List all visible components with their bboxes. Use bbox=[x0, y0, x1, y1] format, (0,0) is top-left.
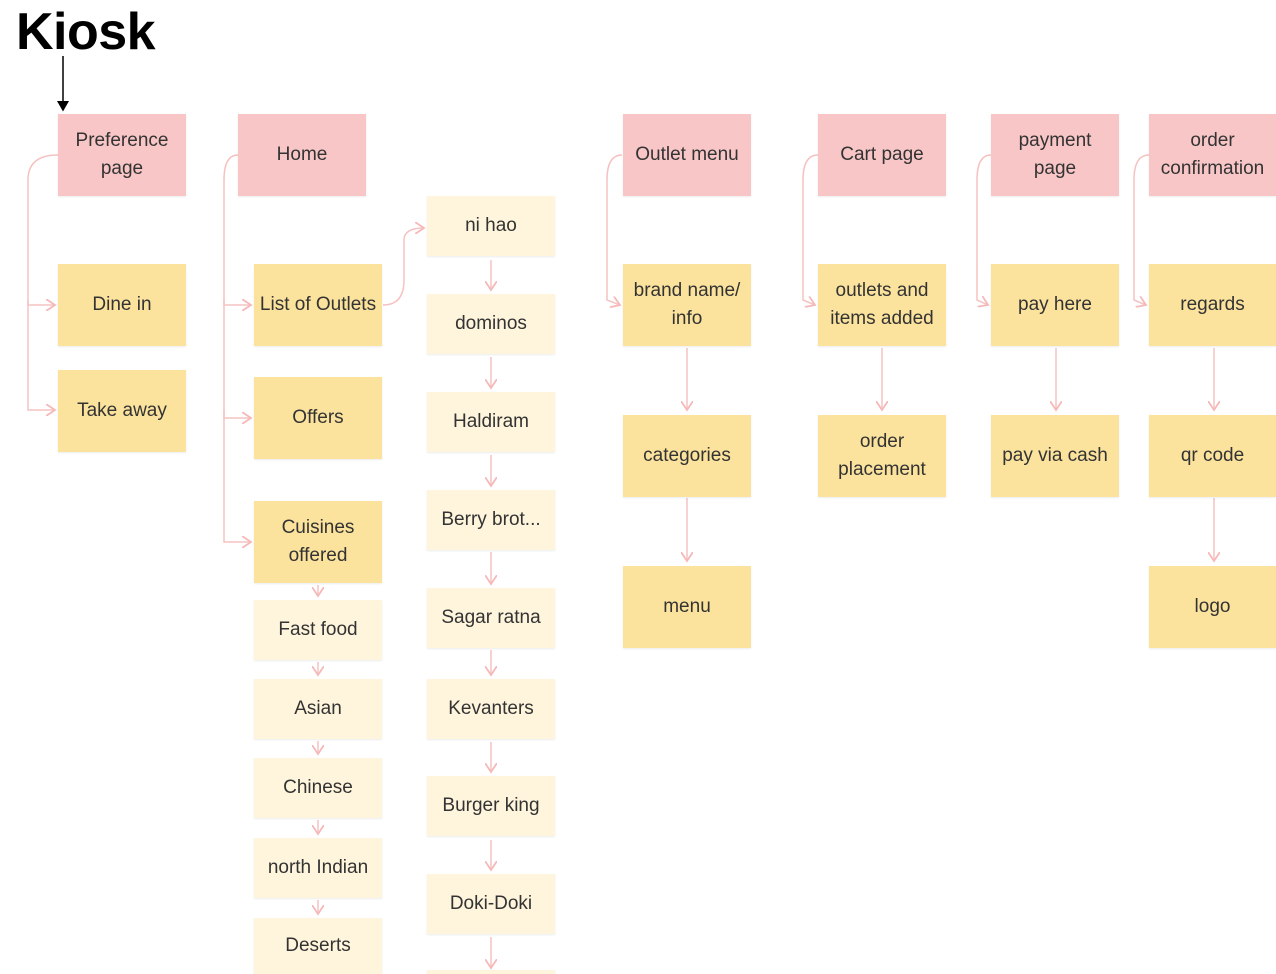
link-cart-outlets bbox=[802, 154, 819, 305]
node-dominos: dominos bbox=[427, 294, 555, 354]
node-sagar-ratna: Sagar ratna bbox=[427, 588, 555, 648]
node-payment-page: payment page bbox=[991, 114, 1119, 196]
node-cuisines-offered: Cuisines offered bbox=[254, 501, 382, 583]
node-dine-in: Dine in bbox=[58, 264, 186, 346]
node-qr-code: qr code bbox=[1149, 415, 1276, 497]
node-menu: menu bbox=[623, 566, 751, 648]
node-logo: logo bbox=[1149, 566, 1276, 648]
link-outlets-nihao bbox=[382, 228, 424, 306]
node-offers: Offers bbox=[254, 377, 382, 459]
node-regards: regards bbox=[1149, 264, 1276, 346]
node-order-placement: order placement bbox=[818, 415, 946, 497]
link-outletmenu-brand bbox=[606, 154, 623, 305]
node-next-outlet-partial bbox=[427, 970, 555, 974]
node-categories: categories bbox=[623, 415, 751, 497]
node-outlet-menu: Outlet menu bbox=[623, 114, 751, 196]
node-north-indian: north Indian bbox=[254, 838, 382, 898]
node-list-of-outlets: List of Outlets bbox=[254, 264, 382, 346]
node-take-away: Take away bbox=[58, 370, 186, 452]
node-cart-page: Cart page bbox=[818, 114, 946, 196]
node-chinese: Chinese bbox=[254, 758, 382, 818]
node-order-confirmation: order confirmation bbox=[1149, 114, 1276, 196]
node-outlets-items-added: outlets and items added bbox=[818, 264, 946, 346]
node-pay-via-cash: pay via cash bbox=[991, 415, 1119, 497]
node-kevanters: Kevanters bbox=[427, 679, 555, 739]
link-home-offers bbox=[223, 300, 251, 418]
node-fast-food: Fast food bbox=[254, 600, 382, 660]
link-payment-payhere bbox=[976, 154, 992, 305]
node-home: Home bbox=[238, 114, 366, 196]
node-doki-doki: Doki-Doki bbox=[427, 874, 555, 934]
page-title: Kiosk bbox=[16, 3, 156, 61]
node-asian: Asian bbox=[254, 679, 382, 739]
link-home-cuisines bbox=[223, 410, 251, 542]
node-ni-hao: ni hao bbox=[427, 196, 555, 256]
link-pref-dinein bbox=[27, 154, 59, 305]
node-haldiram: Haldiram bbox=[427, 392, 555, 452]
node-berry-brot: Berry brot... bbox=[427, 490, 555, 550]
link-home-outlets bbox=[223, 154, 251, 305]
node-brand-info: brand name/ info bbox=[623, 264, 751, 346]
node-deserts: Deserts bbox=[254, 918, 382, 974]
link-confirm-regards bbox=[1133, 154, 1150, 305]
node-pay-here: pay here bbox=[991, 264, 1119, 346]
link-pref-takeaway bbox=[27, 300, 55, 410]
node-burger-king: Burger king bbox=[427, 776, 555, 836]
node-preference-page: Preference page bbox=[58, 114, 186, 196]
